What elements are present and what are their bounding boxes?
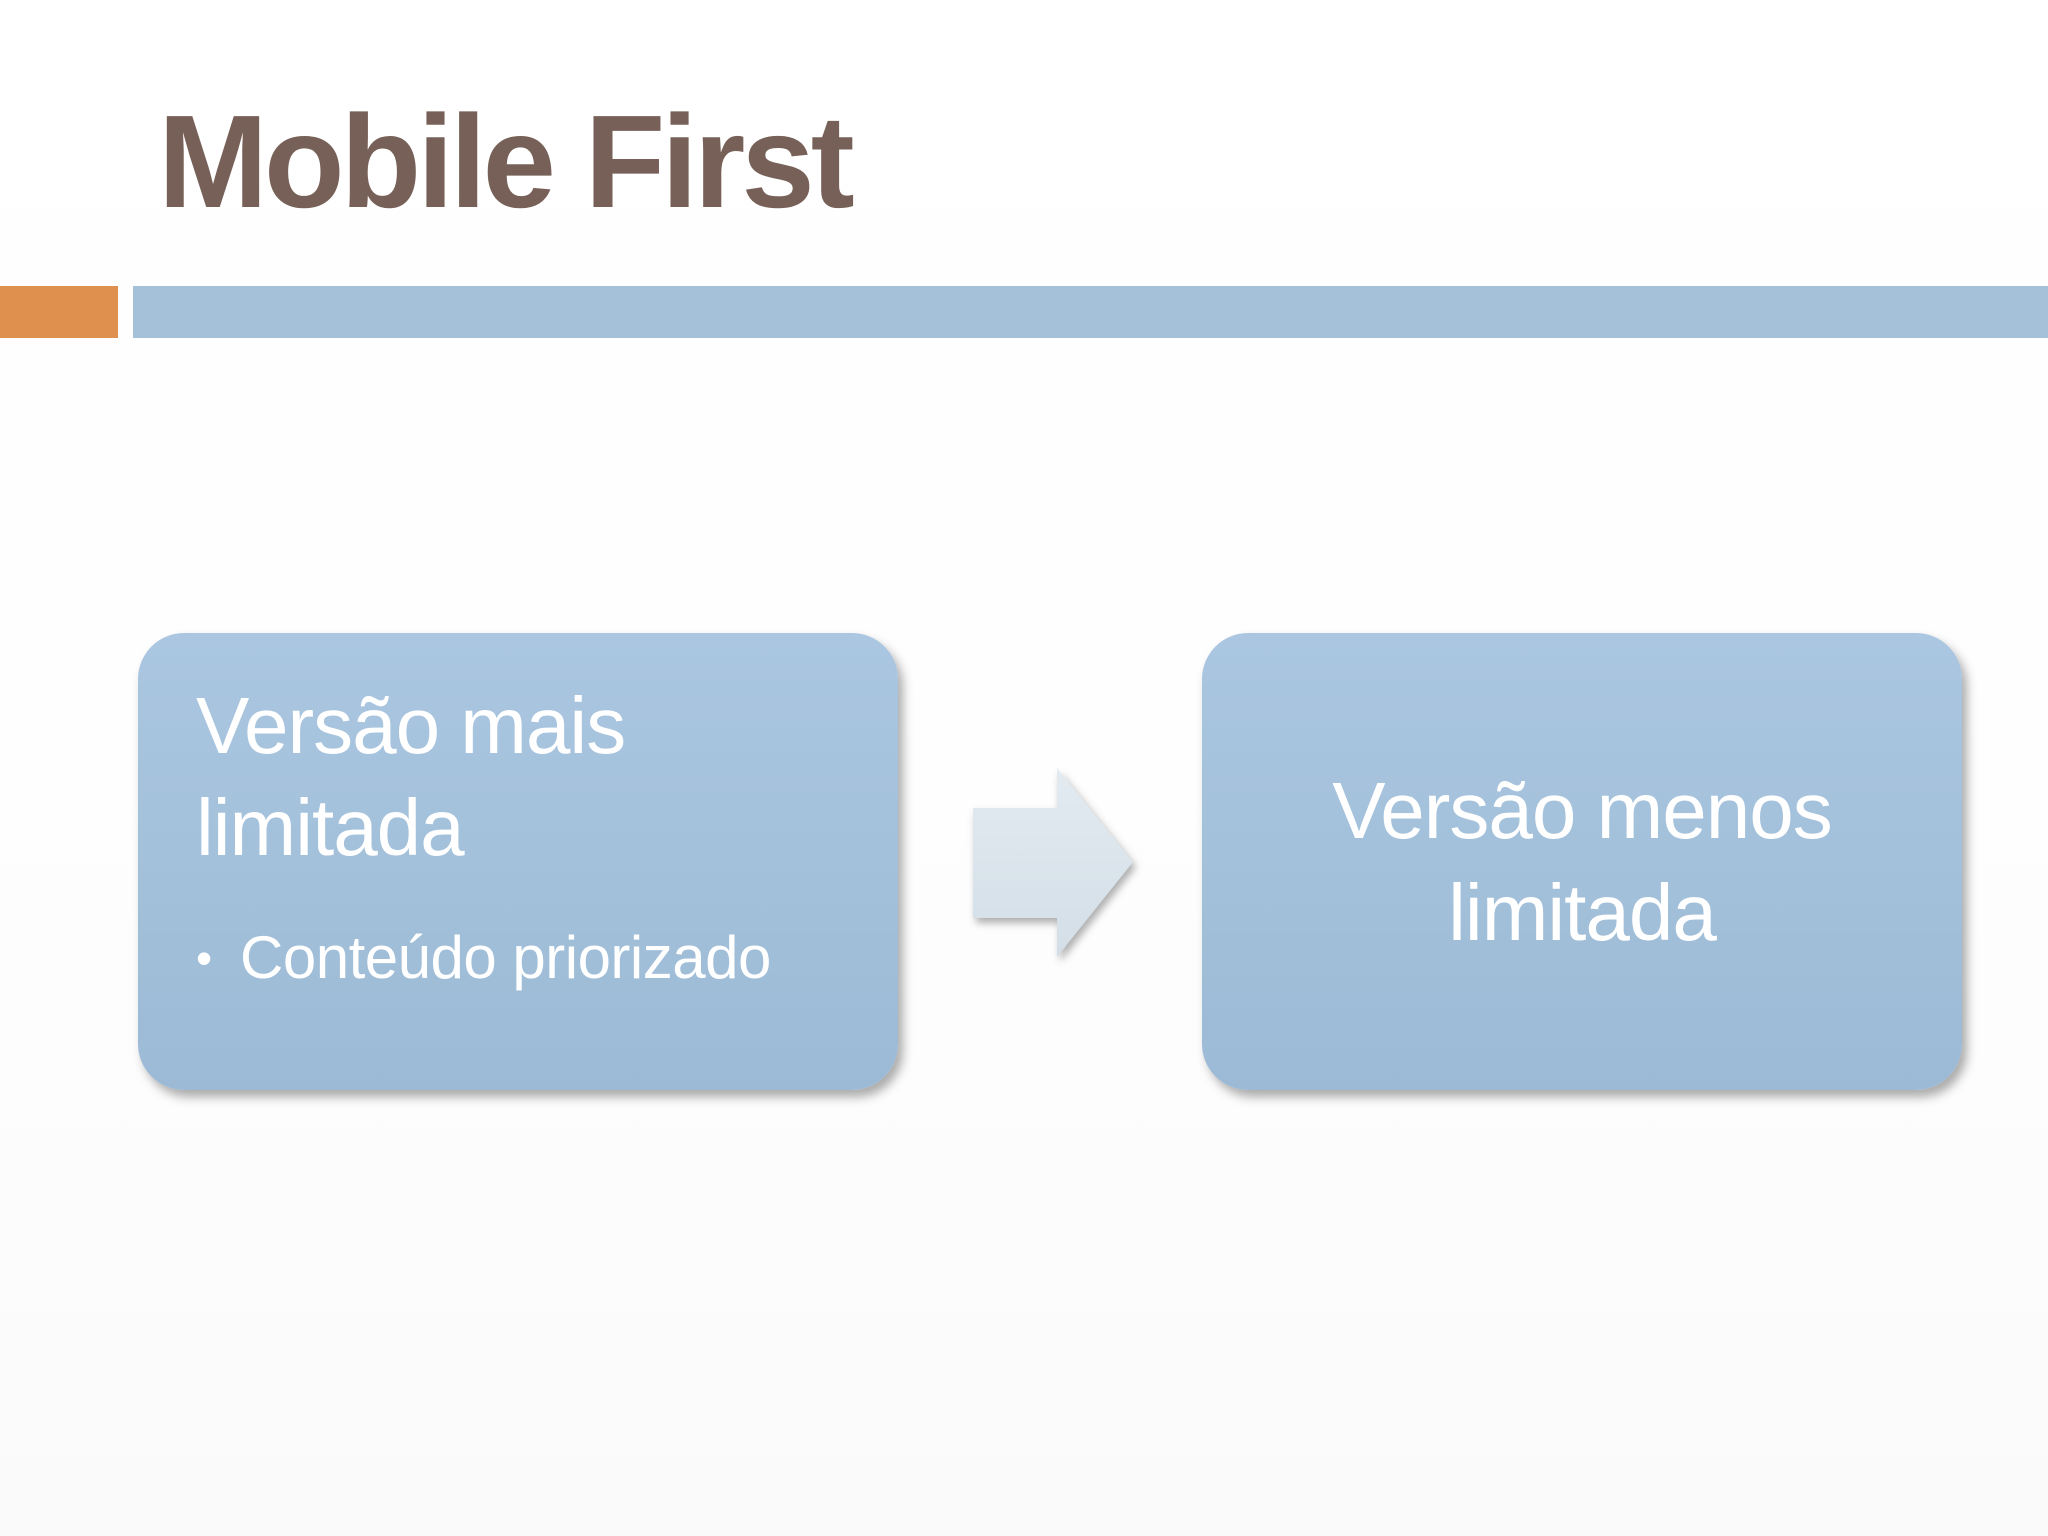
box-heading: Versão menos limitada — [1332, 765, 1832, 957]
process-step-box-limited: Versão mais limitada • Conteúdo prioriza… — [138, 633, 898, 1090]
process-step-box-less-limited: Versão menos limitada — [1202, 633, 1962, 1090]
bullet-item: • Conteúdo priorizado — [196, 921, 858, 995]
bullet-dot-icon: • — [196, 932, 213, 984]
accent-bar-blue — [133, 286, 2048, 338]
arrow-right-icon — [970, 765, 1140, 961]
accent-bar-orange — [0, 286, 118, 338]
page-title: Mobile First — [158, 88, 855, 235]
bullet-text: Conteúdo priorizado — [240, 924, 771, 991]
box-heading: Versão mais limitada — [196, 681, 626, 872]
